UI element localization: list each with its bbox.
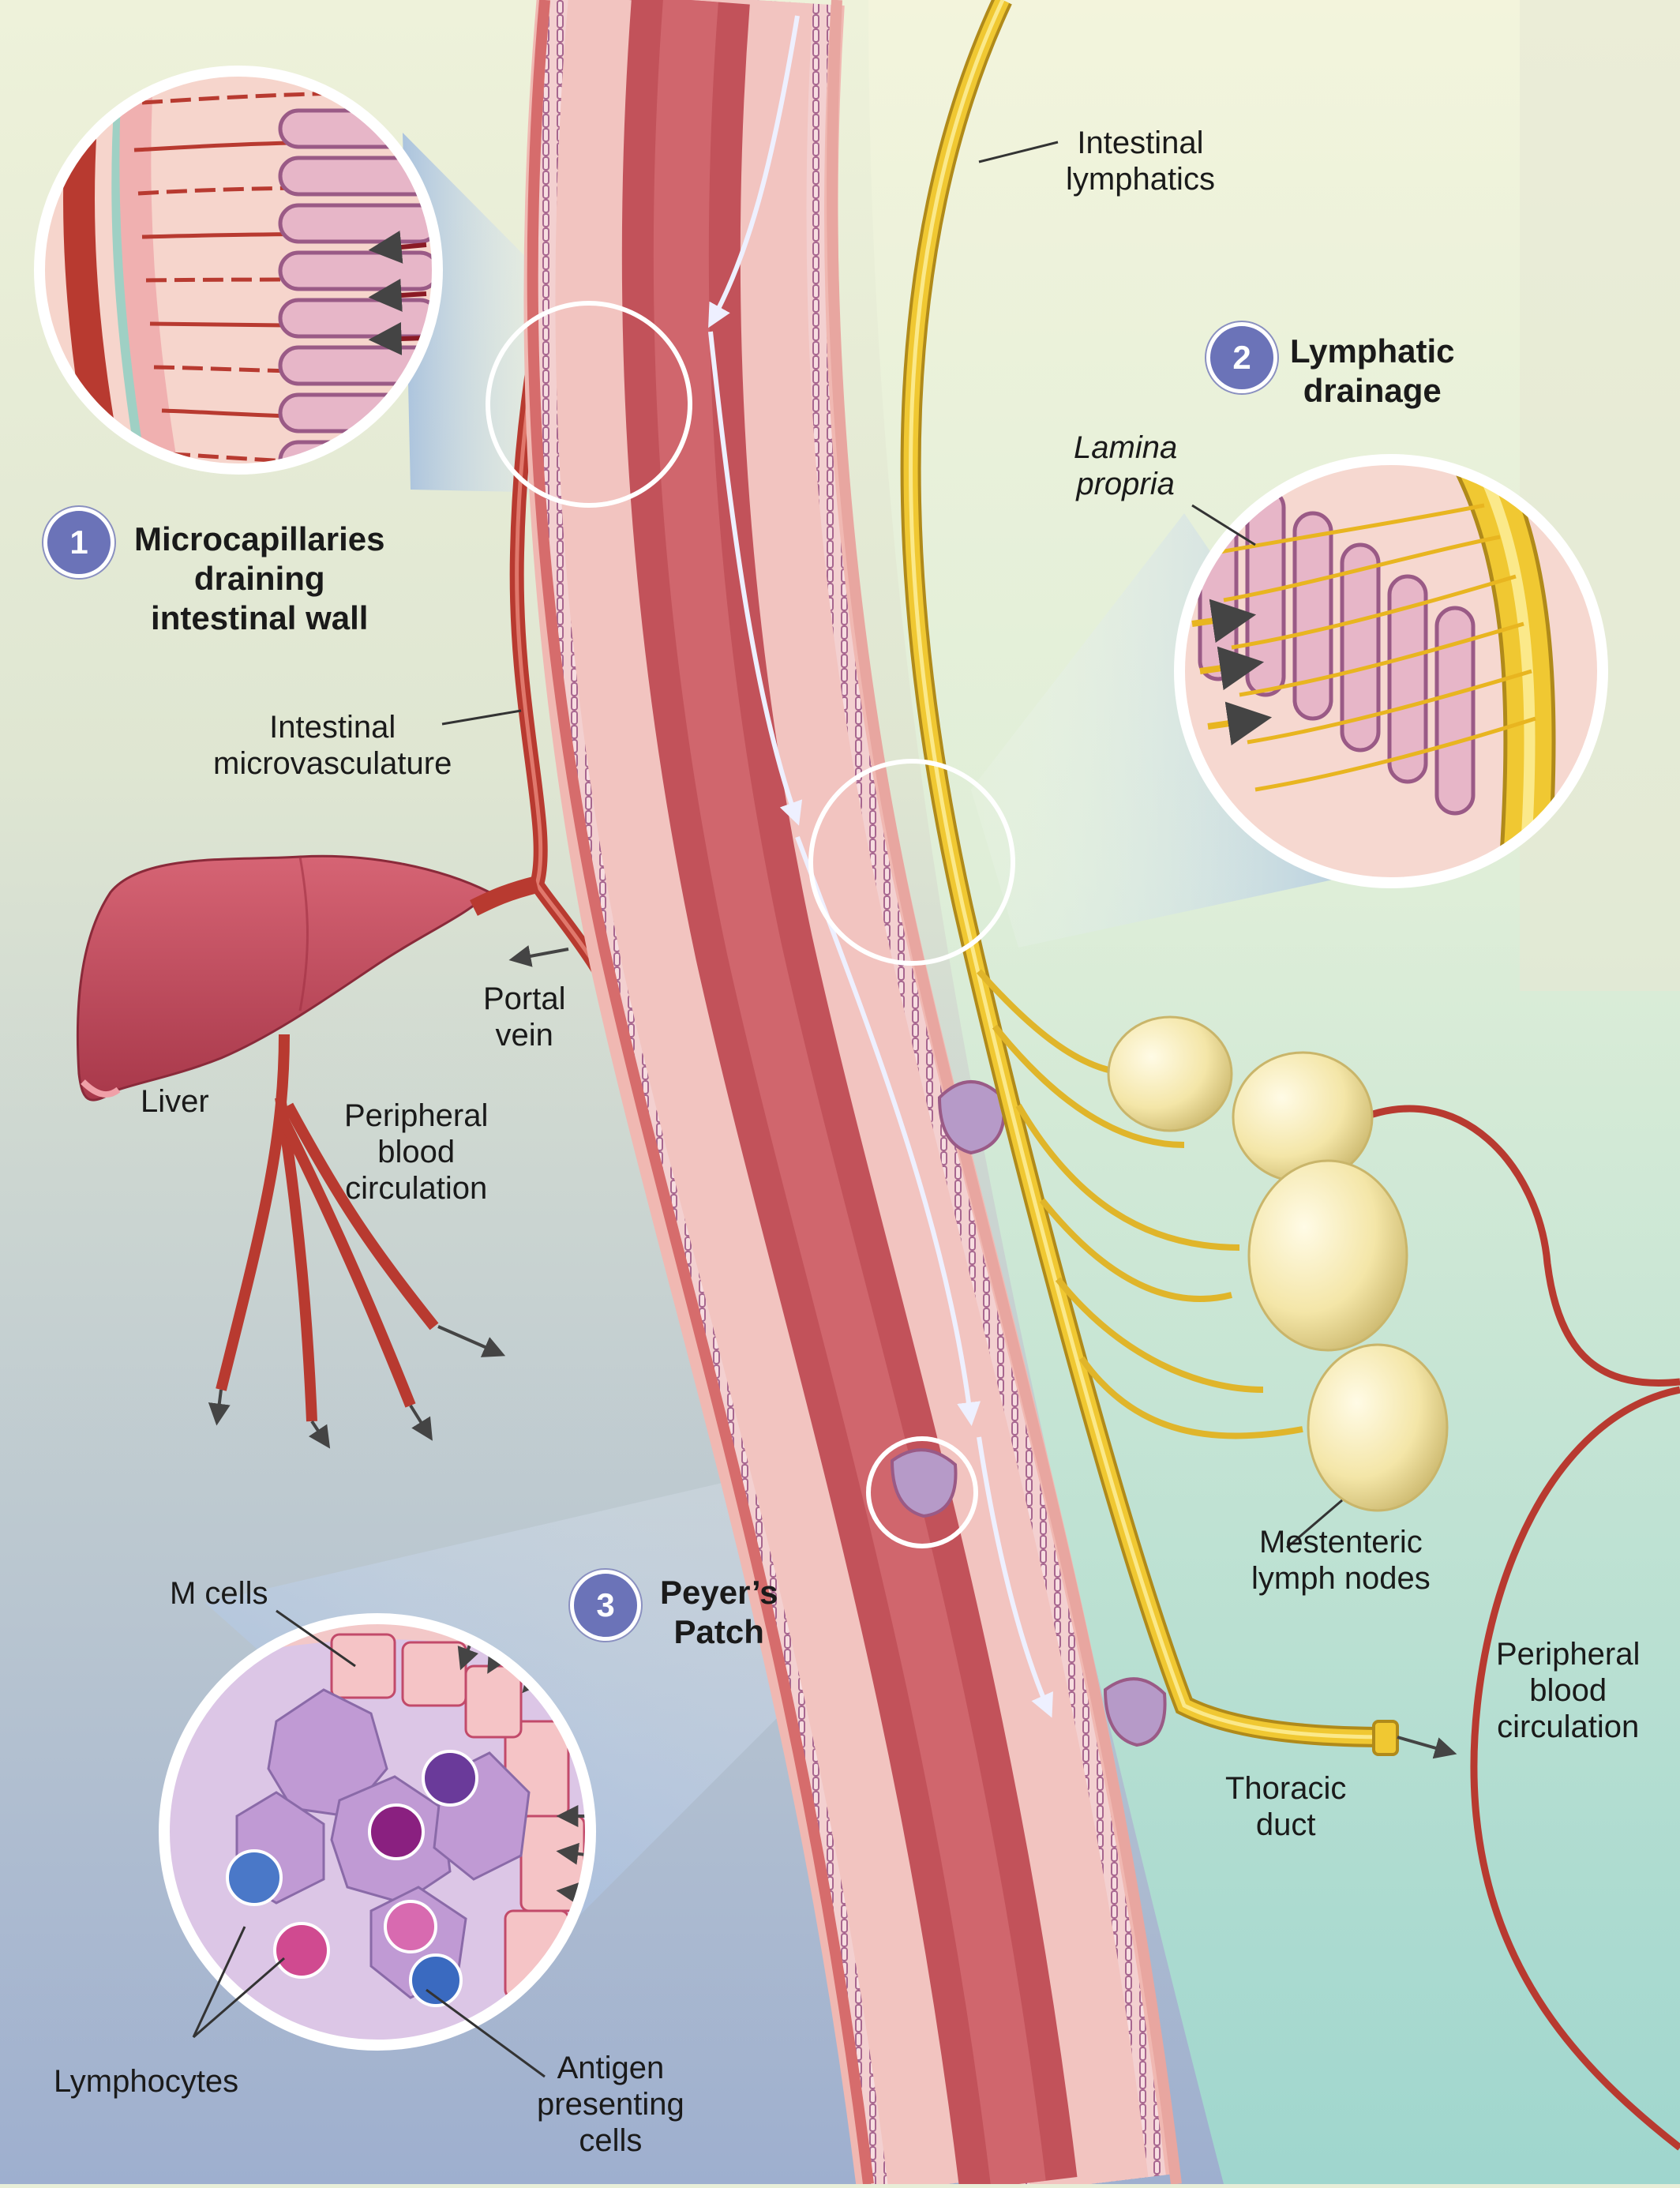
callout-2-badge: 2	[1206, 322, 1277, 393]
peyers-patch-bump	[1103, 1677, 1167, 1747]
label-liver: Liver	[141, 1084, 209, 1119]
liver	[76, 854, 492, 1102]
label-peripheral-blood-right: Peripheral blood circulation	[1496, 1637, 1641, 1744]
leader-lymphocytes-1	[192, 1926, 246, 2038]
inset-peyers-patch	[159, 1613, 596, 2051]
label-antigen-presenting-cells: Antigen presenting cells	[537, 2051, 684, 2158]
label-peripheral-blood-left: Peripheral blood circulation	[344, 1098, 489, 1206]
portal-vein	[470, 876, 539, 916]
label-lamina-propria: Lamina propria	[1074, 430, 1178, 501]
label-thoracic-duct: Thoracic duct	[1225, 1771, 1347, 1842]
callout-1-badge: 1	[43, 507, 114, 578]
intestinal-lymphatics	[900, 0, 1399, 1756]
right-circulation-loop	[1470, 1386, 1680, 2151]
label-intestinal-microvasculature: Intestinal microvasculature	[213, 710, 452, 781]
inset-lymphatic-drainage	[1174, 454, 1608, 888]
leader-lymphocytes-2	[193, 1957, 285, 2039]
leader-microvasculature	[441, 709, 522, 726]
zoom-source-3	[866, 1436, 978, 1548]
leader-lines	[192, 141, 1343, 2078]
callout-2-title: Lymphatic drainage	[1290, 332, 1455, 409]
inset-microcapillaries	[34, 66, 443, 475]
leader-m-cells	[276, 1609, 356, 1668]
zoom-source-2	[808, 759, 1015, 966]
callout-3-badge: 3	[570, 1570, 641, 1641]
leader-lymph-nodes	[1286, 1499, 1343, 1549]
mesenteric-lymph-nodes	[1107, 1015, 1449, 1512]
label-lymphocytes: Lymphocytes	[54, 2064, 239, 2099]
label-mesenteric-lymph-nodes: Mestenteric lymph nodes	[1251, 1525, 1431, 1596]
zoom-source-1	[486, 301, 692, 508]
peyers-patch-bump	[890, 1448, 958, 1518]
leader-apc	[426, 1988, 546, 2078]
label-intestinal-lymphatics: Intestinal lymphatics	[1066, 126, 1215, 197]
leader-intestinal-lymphatics	[978, 141, 1059, 163]
intestine	[523, 0, 1182, 2188]
label-portal-vein: Portal vein	[483, 981, 566, 1053]
label-m-cells: M cells	[170, 1576, 268, 1611]
vessel-to-right-circulation	[1352, 1105, 1680, 1387]
callout-1-title: Microcapillaries draining intestinal wal…	[134, 520, 385, 636]
peyers-patch-bump	[937, 1080, 1006, 1155]
liver-peripheral-vessels	[208, 1034, 506, 1449]
callout-3-title: Peyer’s Patch	[660, 1574, 778, 1650]
